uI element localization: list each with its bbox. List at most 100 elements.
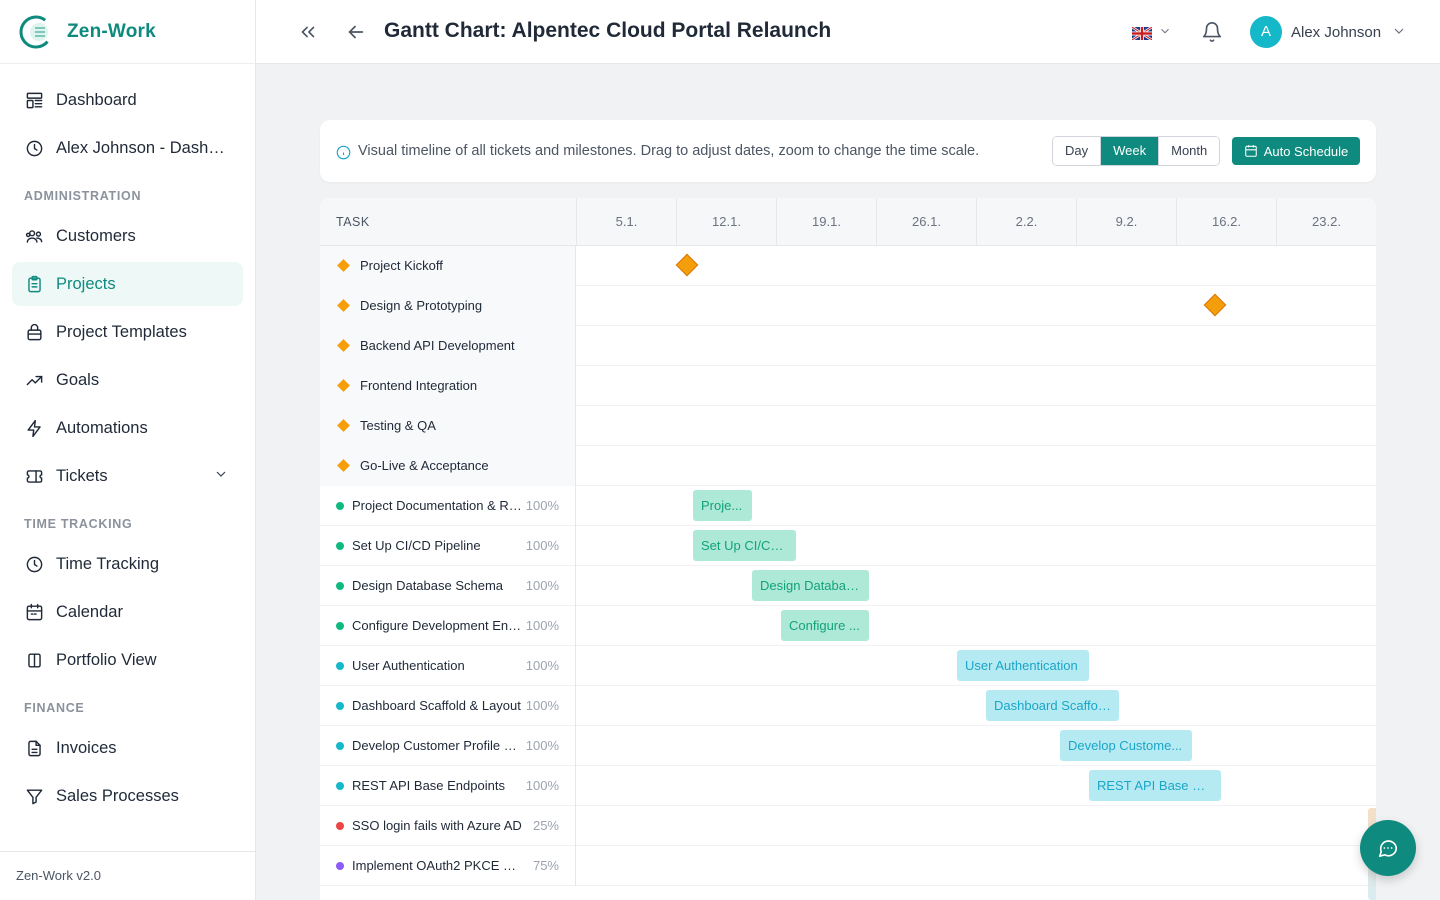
- task-cell: Configure Development Environment100%: [320, 606, 576, 646]
- task-bar[interactable]: Configure ...: [781, 610, 869, 641]
- task-column-header: TASK: [336, 215, 370, 229]
- clock-icon: [24, 138, 44, 158]
- sidebar-item-calendar[interactable]: Calendar: [12, 590, 243, 634]
- milestone-name[interactable]: Design & Prototyping: [360, 298, 483, 313]
- funnel-icon: [24, 786, 44, 806]
- task-cell: Project Documentation & Requirements100%: [320, 486, 576, 526]
- milestone-name[interactable]: Go-Live & Acceptance: [360, 458, 489, 473]
- task-name[interactable]: Dashboard Scaffold & Layout: [352, 698, 521, 713]
- brand-name: Zen-Work: [67, 20, 156, 42]
- sidebar-item-dashboard[interactable]: Dashboard: [12, 78, 243, 122]
- task-progress: 100%: [525, 658, 559, 673]
- sidebar-item-label: Time Tracking: [56, 554, 159, 573]
- sidebar-item-time-tracking[interactable]: Time Tracking: [12, 542, 243, 586]
- bell-icon: [1202, 22, 1222, 42]
- brand[interactable]: Zen-Work: [0, 0, 255, 64]
- task-bar[interactable]: REST API Base End...: [1089, 770, 1221, 801]
- week-column-header: 9.2.: [1076, 198, 1176, 246]
- sidebar-item-project-templates[interactable]: Project Templates: [12, 310, 243, 354]
- task-name[interactable]: User Authentication: [352, 658, 465, 673]
- task-bar[interactable]: User Authentication: [957, 650, 1089, 681]
- task-name[interactable]: Design Database Schema: [352, 578, 504, 593]
- sidebar-item-alex-johnson-dashboard[interactable]: Alex Johnson - Dashboard: [12, 126, 243, 170]
- week-column-header: 19.1.: [776, 198, 876, 246]
- milestone-marker[interactable]: [675, 253, 699, 277]
- user-name: Alex Johnson: [1291, 23, 1382, 41]
- task-name[interactable]: Project Documentation & Requirements: [352, 498, 522, 513]
- task-name[interactable]: SSO login fails with Azure AD: [352, 818, 522, 833]
- task-name[interactable]: Set Up CI/CD Pipeline: [352, 538, 481, 553]
- week-column-header: 2.2.: [976, 198, 1076, 246]
- sidebar-item-invoices[interactable]: Invoices: [12, 726, 243, 770]
- chevron-down-icon[interactable]: [213, 466, 233, 486]
- document-icon: [24, 738, 44, 758]
- task-name[interactable]: Implement OAuth2 PKCE Flow: [352, 858, 522, 873]
- task-name[interactable]: Develop Customer Profile Module: [352, 738, 522, 753]
- task-name[interactable]: Configure Development Environment: [352, 618, 522, 633]
- user-menu[interactable]: A Alex Johnson: [1250, 16, 1407, 48]
- status-dot: [336, 822, 344, 830]
- sidebar-item-label: Sales Processes: [56, 786, 179, 805]
- back-button[interactable]: [344, 20, 368, 44]
- status-dot: [336, 702, 344, 710]
- task-cell: Backend API Development: [320, 326, 576, 366]
- week-column-header: 12.1.: [676, 198, 776, 246]
- notifications-button[interactable]: [1200, 20, 1224, 44]
- scale-month-button[interactable]: Month: [1159, 137, 1220, 165]
- milestone-name[interactable]: Backend API Development: [360, 338, 515, 353]
- columns-icon: [24, 650, 44, 670]
- task-progress: 100%: [525, 738, 559, 753]
- gantt-header: TASK 5.1.12.1.19.1.26.1.2.2.9.2.16.2.23.…: [320, 198, 1376, 246]
- scale-day-button[interactable]: Day: [1053, 137, 1102, 165]
- bolt-icon: [24, 418, 44, 438]
- scale-week-button[interactable]: Week: [1101, 137, 1160, 165]
- language-selector[interactable]: [1132, 24, 1172, 43]
- task-bar[interactable]: Proje...: [693, 490, 752, 521]
- status-dot: [336, 502, 344, 510]
- task-name[interactable]: REST API Base Endpoints: [352, 778, 505, 793]
- gantt-toolbar: Visual timeline of all tickets and miles…: [320, 120, 1376, 182]
- task-progress: 75%: [532, 858, 559, 873]
- sidebar-item-tickets[interactable]: Tickets: [12, 454, 243, 498]
- milestone-name[interactable]: Project Kickoff: [360, 258, 443, 273]
- auto-schedule-button[interactable]: Auto Schedule: [1232, 137, 1360, 165]
- sidebar-item-label: Project Templates: [56, 322, 187, 341]
- task-row: Dashboard Scaffold & Layout 100% Dashboard…: [320, 686, 1376, 726]
- task-cell: Testing & QA: [320, 406, 576, 446]
- double-chevron-left-icon: [301, 26, 315, 38]
- calendar-icon: [24, 602, 44, 622]
- sidebar-item-label: Portfolio View: [56, 650, 157, 669]
- chat-button[interactable]: [1360, 820, 1416, 876]
- arrow-left-icon: [348, 25, 364, 39]
- milestone-diamond-icon: [337, 299, 350, 312]
- sidebar-item-label: Invoices: [56, 738, 117, 757]
- milestone-row: Go-Live & Acceptance: [320, 446, 1376, 486]
- milestone-row: Design & Prototyping: [320, 286, 1376, 326]
- chevron-down-icon: [1161, 28, 1169, 34]
- task-bar[interactable]: Dashboard Scaffol...: [986, 690, 1119, 721]
- milestone-name[interactable]: Testing & QA: [360, 418, 436, 433]
- task-progress: 100%: [525, 698, 559, 713]
- sidebar-item-goals[interactable]: Goals: [12, 358, 243, 402]
- milestone-marker[interactable]: [1203, 293, 1227, 317]
- week-column-header: 5.1.: [576, 198, 676, 246]
- task-progress: 100%: [525, 498, 559, 513]
- week-column-header: 26.1.: [876, 198, 976, 246]
- status-dot: [336, 622, 344, 630]
- sidebar-item-customers[interactable]: Customers: [12, 214, 243, 258]
- sidebar-item-sales-processes[interactable]: Sales Processes: [12, 774, 243, 818]
- task-bar[interactable]: Design Databas...: [752, 570, 869, 601]
- sidebar-item-automations[interactable]: Automations: [12, 406, 243, 450]
- milestone-name[interactable]: Frontend Integration: [360, 378, 478, 393]
- collapse-sidebar-button[interactable]: [296, 20, 320, 44]
- dashboard-icon: [24, 90, 44, 110]
- task-cell: Frontend Integration: [320, 366, 576, 406]
- sidebar-item-projects[interactable]: Projects: [12, 262, 243, 306]
- task-bar[interactable]: Set Up CI/CD...: [693, 530, 796, 561]
- sidebar-item-portfolio-view[interactable]: Portfolio View: [12, 638, 243, 682]
- task-bar[interactable]: Develop Custome...: [1060, 730, 1192, 761]
